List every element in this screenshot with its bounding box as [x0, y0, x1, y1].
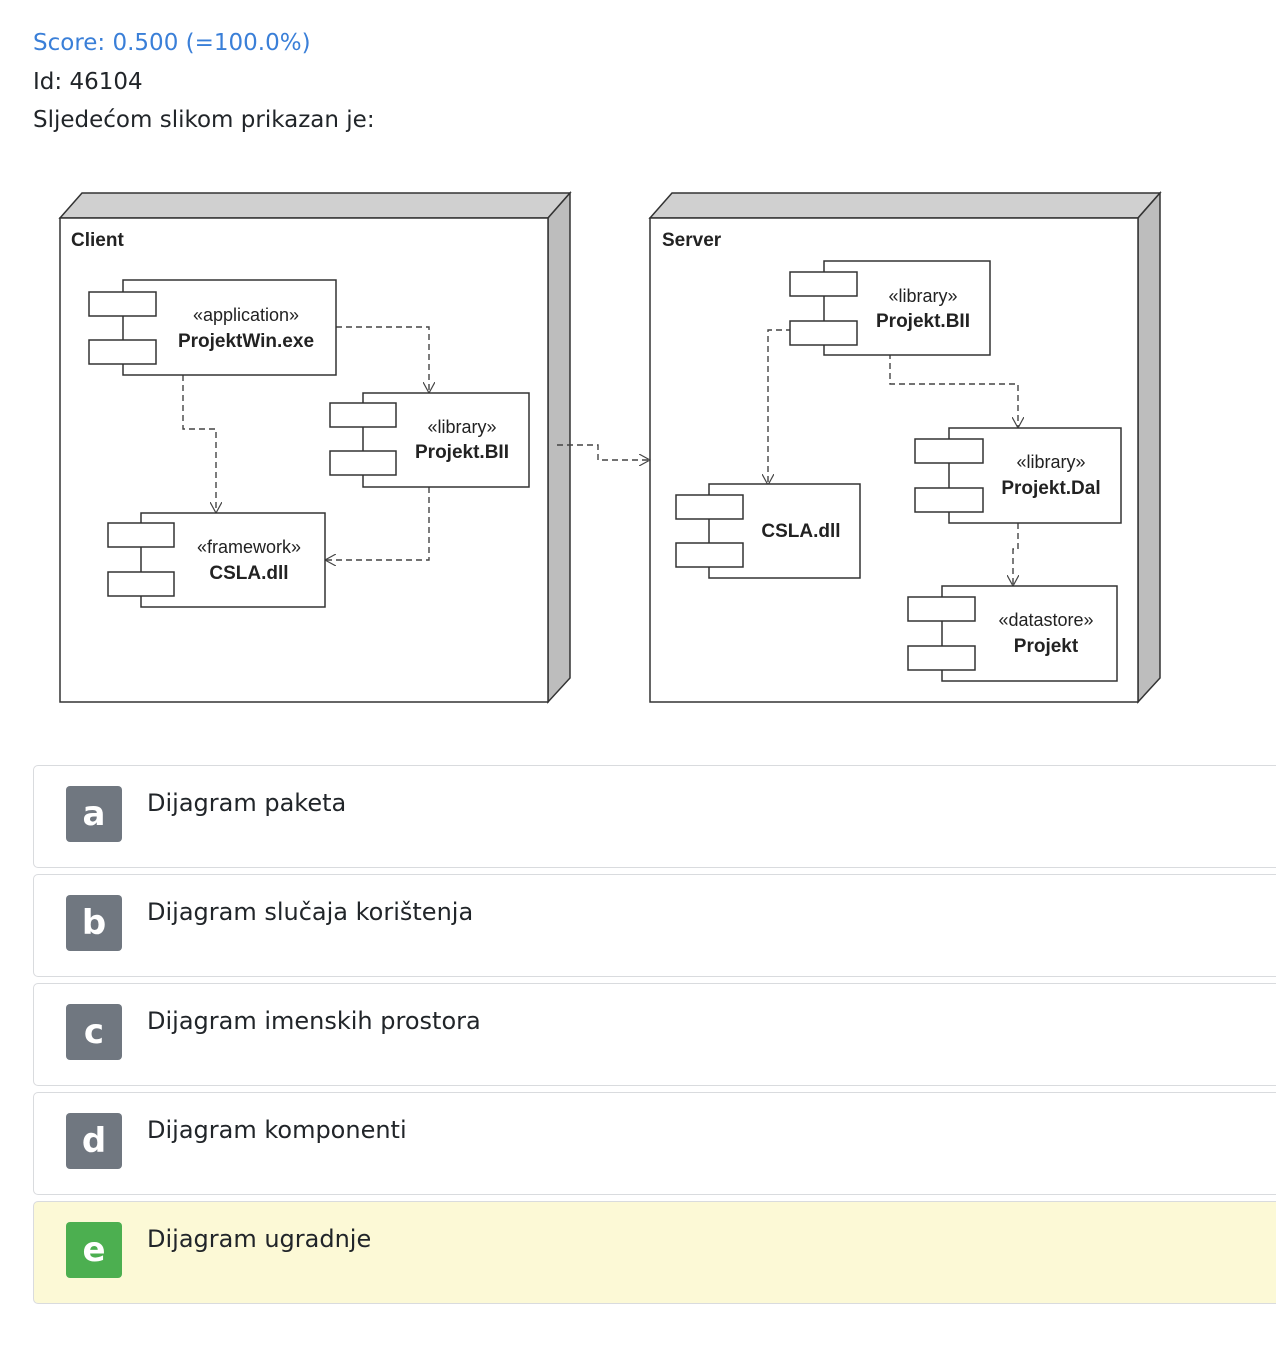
- server-dal-stereotype: «library»: [1016, 452, 1085, 472]
- client-csla-name: CSLA.dll: [209, 563, 288, 584]
- answer-option-a[interactable]: a Dijagram paketa: [33, 765, 1276, 868]
- component-server-csla: CSLA.dll: [675, 483, 861, 579]
- component-server-projekt-dal: «library» Projekt.Dal: [914, 427, 1122, 524]
- option-text: Dijagram slučaja korištenja: [147, 898, 474, 926]
- component-client-csla: «framework» CSLA.dll: [107, 512, 326, 608]
- component-client-projekt-bll: «library» Projekt.BII: [329, 392, 530, 488]
- server-dal-name: Projekt.Dal: [1001, 478, 1100, 499]
- client-csla-stereotype: «framework»: [197, 537, 301, 557]
- server-csla-name: CSLA.dll: [761, 521, 840, 542]
- server-bll-stereotype: «library»: [888, 286, 957, 306]
- answer-option-e[interactable]: e Dijagram ugradnje: [33, 1201, 1276, 1304]
- answer-option-b[interactable]: b Dijagram slučaja korištenja: [33, 874, 1276, 977]
- score-text: Score: 0.500 (=100.0%): [33, 30, 311, 56]
- question-prompt: Sljedećom slikom prikazan je:: [33, 107, 375, 133]
- client-node-title: Client: [71, 230, 124, 251]
- option-text: Dijagram komponenti: [147, 1116, 407, 1144]
- projektwin-name: ProjektWin.exe: [178, 331, 314, 352]
- component-server-datastore: «datastore» Projekt: [907, 585, 1118, 682]
- projektwin-stereotype: «application»: [193, 305, 299, 325]
- dependency-arrows: [182, 326, 1018, 586]
- option-letter-badge: d: [66, 1113, 122, 1169]
- option-letter-badge: b: [66, 895, 122, 951]
- option-text: Dijagram paketa: [147, 789, 347, 817]
- option-letter-badge: e: [66, 1222, 122, 1278]
- client-bll-stereotype: «library»: [427, 417, 496, 437]
- question-header: Score: 0.500 (=100.0%) Id: 46104 Sljedeć…: [33, 24, 375, 140]
- component-projektwin: «application» ProjektWin.exe: [88, 279, 337, 376]
- answer-option-d[interactable]: d Dijagram komponenti: [33, 1092, 1276, 1195]
- deployment-diagram-image: Client Server «application» ProjektWin.e…: [55, 185, 1170, 714]
- server-node-title: Server: [662, 230, 722, 251]
- answer-option-c[interactable]: c Dijagram imenskih prostora: [33, 983, 1276, 1086]
- option-letter-badge: a: [66, 786, 122, 842]
- answer-options: a Dijagram paketa b Dijagram slučaja kor…: [33, 765, 1276, 1310]
- option-letter-badge: c: [66, 1004, 122, 1060]
- option-text: Dijagram imenskih prostora: [147, 1007, 481, 1035]
- component-server-projekt-bll: «library» Projekt.BII: [789, 260, 991, 356]
- datastore-name: Projekt: [1014, 636, 1079, 657]
- datastore-stereotype: «datastore»: [998, 610, 1093, 630]
- option-text: Dijagram ugradnje: [147, 1225, 372, 1253]
- question-id: Id: 46104: [33, 68, 143, 95]
- client-bll-name: Projekt.BII: [415, 442, 509, 463]
- server-bll-name: Projekt.BII: [876, 311, 970, 332]
